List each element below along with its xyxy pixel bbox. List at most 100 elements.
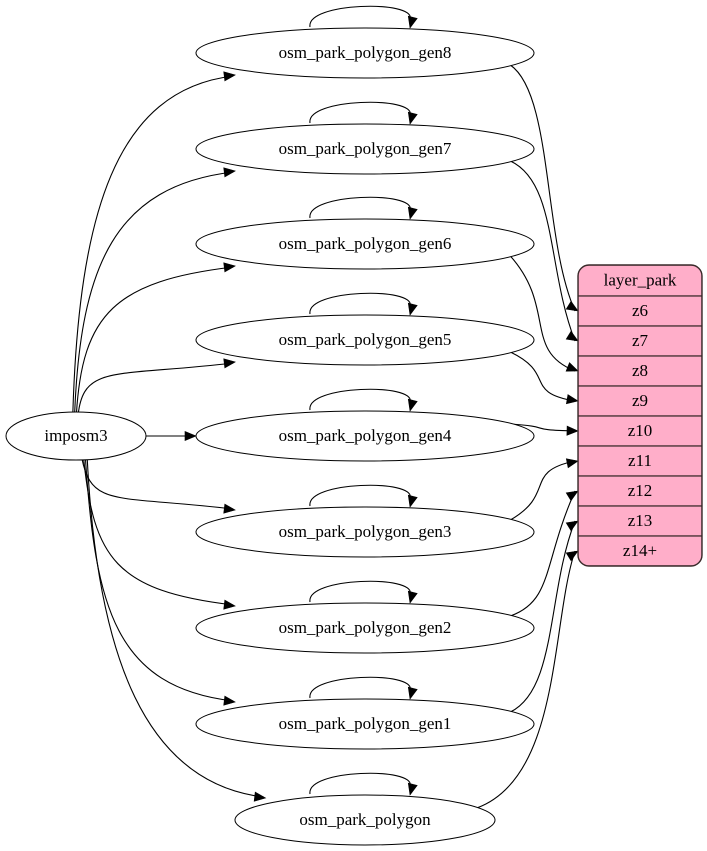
self-loop-gen4 bbox=[309, 388, 411, 411]
table-row-label-z7: z7 bbox=[632, 331, 649, 350]
edge-arrow-gen5-z9 bbox=[566, 394, 579, 405]
edge-gen2-z12 bbox=[510, 490, 576, 617]
self-loop-arrow-gen2 bbox=[407, 590, 418, 604]
edge-arrow-imposm3-gen3 bbox=[223, 503, 236, 514]
node-ellipse-gen7 bbox=[195, 123, 535, 175]
table-header-label: layer_park bbox=[604, 270, 677, 289]
edges-layer bbox=[72, 5, 579, 809]
edge-imposm3-gen1 bbox=[84, 457, 234, 702]
table-row-z13[interactable] bbox=[578, 505, 702, 537]
self-loop-arrow-base bbox=[407, 782, 418, 796]
node-ellipse-gen1 bbox=[195, 698, 535, 750]
node-label-gen2: osm_park_polygon_gen2 bbox=[279, 618, 452, 637]
edge-imposm3-base bbox=[86, 457, 264, 798]
node-ellipse-gen5 bbox=[195, 314, 535, 366]
node-label-gen8: osm_park_polygon_gen8 bbox=[279, 43, 452, 62]
node-ellipse-gen8 bbox=[195, 27, 535, 79]
edge-arrow-imposm3-gen5 bbox=[223, 358, 236, 369]
edge-arrow-imposm3-gen7 bbox=[223, 167, 236, 178]
edge-arrow-imposm3-gen4 bbox=[184, 430, 197, 442]
layer-park-table[interactable]: layer_park z6 z7 z8 z9 z10 z11 z12 z13 z14+ bbox=[577, 264, 703, 567]
edge-arrow-base-z14+ bbox=[565, 550, 579, 562]
table-row-z7[interactable] bbox=[578, 325, 702, 357]
node-label-gen3: osm_park_polygon_gen3 bbox=[279, 522, 452, 541]
node-label-gen1: osm_park_polygon_gen1 bbox=[279, 714, 452, 733]
node-gen7[interactable]: osm_park_polygon_gen7 bbox=[195, 123, 535, 175]
edge-arrow-imposm3-gen6 bbox=[223, 262, 236, 273]
table-rows-group: layer_park z6 z7 z8 z9 z10 z11 z12 z13 z14+ bbox=[578, 265, 702, 566]
table-row-label-z9: z9 bbox=[632, 391, 648, 410]
node-gen3[interactable]: osm_park_polygon_gen3 bbox=[195, 506, 535, 558]
node-gen4[interactable]: osm_park_polygon_gen4 bbox=[195, 410, 535, 462]
edge-arrow-gen6-z8 bbox=[565, 362, 579, 372]
edge-imposm3-gen6 bbox=[75, 266, 234, 415]
self-loop-gen2 bbox=[309, 580, 411, 603]
edge-imposm3-gen8 bbox=[72, 75, 234, 415]
node-gen8[interactable]: osm_park_polygon_gen8 bbox=[195, 27, 535, 79]
edge-imposm3-gen5 bbox=[77, 362, 234, 415]
self-loop-arrow-gen5 bbox=[407, 302, 418, 316]
table-row-label-z12: z12 bbox=[628, 481, 653, 500]
node-ellipse-gen4 bbox=[195, 410, 535, 462]
self-loop-gen6 bbox=[309, 196, 411, 219]
self-loop-arrow-gen8 bbox=[407, 15, 418, 29]
node-ellipse-gen6 bbox=[195, 218, 535, 270]
self-loop-arrow-gen7 bbox=[407, 111, 418, 125]
node-gen6[interactable]: osm_park_polygon_gen6 bbox=[195, 218, 535, 270]
node-label-gen5: osm_park_polygon_gen5 bbox=[279, 330, 452, 349]
edge-arrow-gen4-z10 bbox=[566, 425, 579, 436]
self-loop-gen3 bbox=[309, 484, 411, 507]
edge-arrow-gen7-z7 bbox=[565, 330, 579, 342]
node-label-gen7: osm_park_polygon_gen7 bbox=[279, 139, 452, 158]
node-ellipse-imposm3 bbox=[5, 411, 147, 461]
node-gen2[interactable]: osm_park_polygon_gen2 bbox=[195, 602, 535, 654]
node-label-gen6: osm_park_polygon_gen6 bbox=[279, 234, 452, 253]
edge-imposm3-gen3 bbox=[81, 457, 234, 510]
table-row-z9[interactable] bbox=[578, 385, 702, 417]
self-loop-base bbox=[309, 772, 411, 795]
node-label-gen4: osm_park_polygon_gen4 bbox=[279, 426, 452, 445]
node-imposm3[interactable]: imposm3 bbox=[5, 411, 147, 461]
node-ellipse-gen3 bbox=[195, 506, 535, 558]
node-label-imposm3: imposm3 bbox=[44, 426, 107, 445]
edge-gen3-z11 bbox=[510, 460, 576, 521]
edge-arrow-gen3-z11 bbox=[565, 458, 579, 469]
self-loop-gen8 bbox=[309, 5, 411, 28]
edge-arrow-gen1-z13 bbox=[565, 520, 579, 532]
edge-arrow-imposm3-gen2 bbox=[223, 599, 236, 610]
node-gen1[interactable]: osm_park_polygon_gen1 bbox=[195, 698, 535, 750]
self-loop-gen1 bbox=[309, 676, 411, 699]
node-ellipse-gen2 bbox=[195, 602, 535, 654]
self-loop-arrow-gen1 bbox=[407, 686, 418, 700]
edge-gen4-z10 bbox=[510, 423, 576, 432]
nodes-layer: osm_park_polygon_gen8 osm_park_polygon_ge… bbox=[5, 27, 535, 846]
table-row-label-z13: z13 bbox=[628, 511, 653, 530]
node-gen5[interactable]: osm_park_polygon_gen5 bbox=[195, 314, 535, 366]
edge-gen7-z7 bbox=[510, 160, 576, 342]
node-base[interactable]: osm_park_polygon bbox=[234, 794, 496, 846]
table-row-label-z14+: z14+ bbox=[623, 541, 657, 560]
table-row-z14+[interactable] bbox=[578, 535, 702, 566]
edge-arrow-imposm3-gen1 bbox=[223, 695, 236, 706]
edge-arrow-gen2-z12 bbox=[565, 490, 579, 502]
edge-gen6-z8 bbox=[509, 255, 576, 372]
table-row-label-z10: z10 bbox=[628, 421, 653, 440]
self-loop-arrow-gen4 bbox=[407, 398, 418, 412]
table-row-z6[interactable] bbox=[578, 295, 702, 327]
table-row-label-z8: z8 bbox=[632, 361, 648, 380]
edge-arrow-imposm3-base bbox=[253, 791, 267, 802]
edge-base-z14+ bbox=[476, 550, 576, 809]
self-loop-arrow-gen6 bbox=[407, 206, 418, 220]
edge-gen5-z9 bbox=[510, 351, 576, 402]
edge-arrow-imposm3-gen8 bbox=[223, 71, 236, 82]
self-loop-arrow-gen3 bbox=[407, 494, 418, 508]
table-row-label-z11: z11 bbox=[628, 451, 652, 470]
self-loop-gen7 bbox=[309, 101, 411, 124]
node-ellipse-base bbox=[234, 794, 496, 846]
table-row-label-z6: z6 bbox=[632, 301, 648, 320]
edge-imposm3-gen7 bbox=[74, 171, 234, 415]
edge-gen1-z13 bbox=[510, 520, 576, 713]
table-outline bbox=[577, 264, 703, 567]
